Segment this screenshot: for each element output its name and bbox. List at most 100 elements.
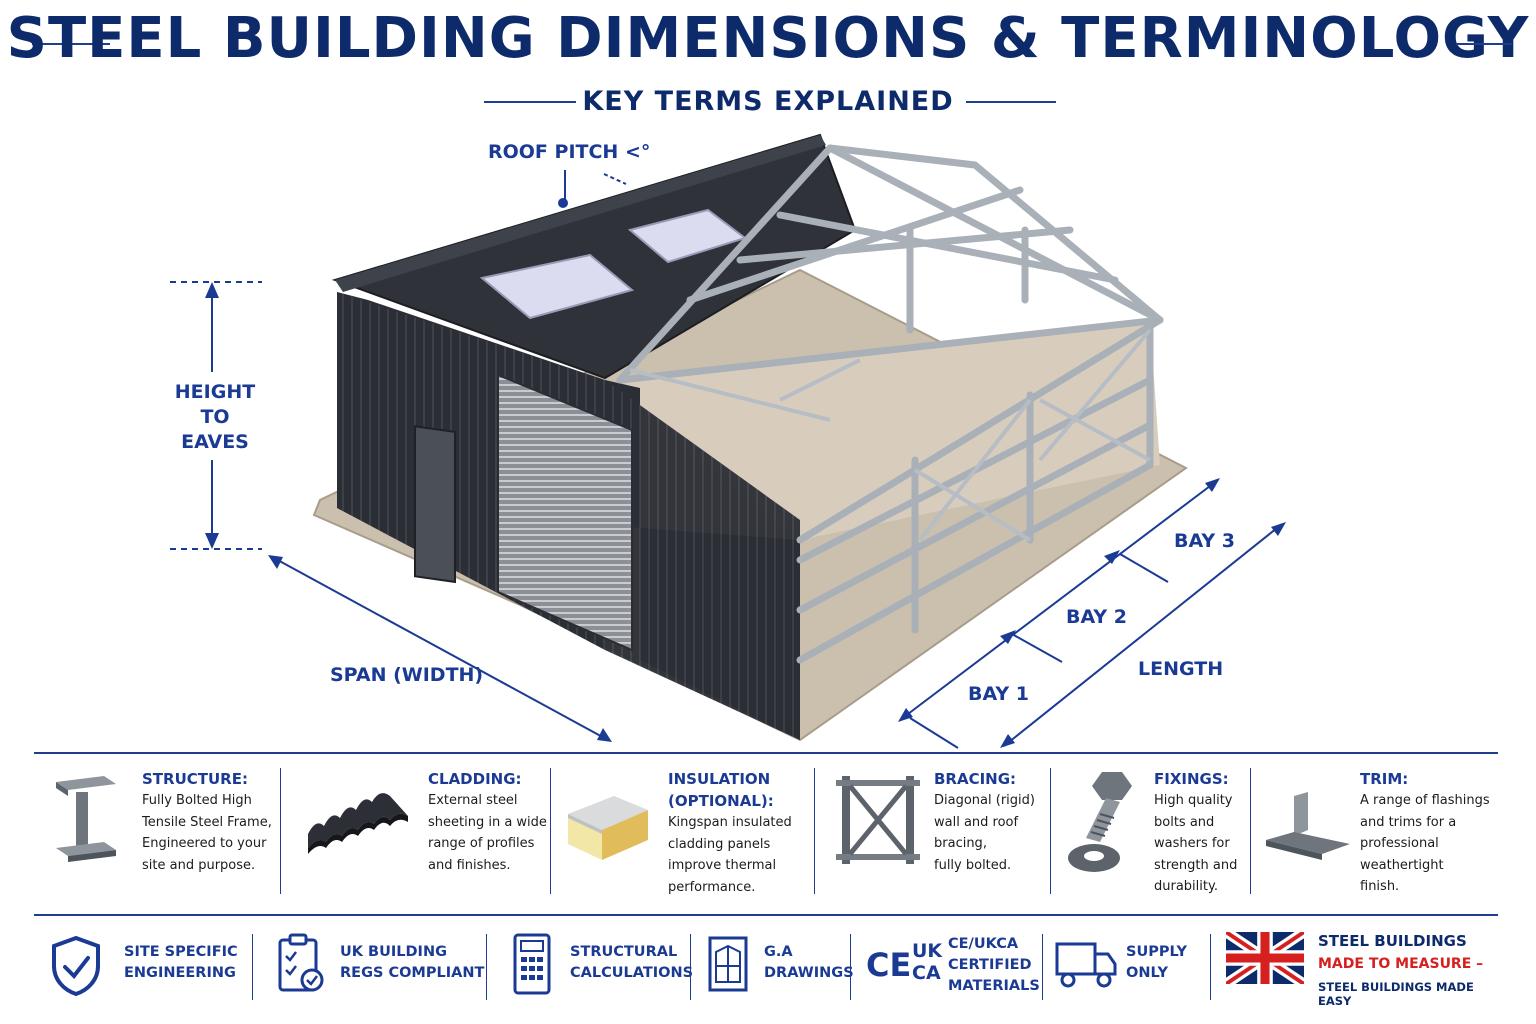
uk-mark: UK	[912, 940, 943, 962]
term-cladding-desc-3: range of profiles	[428, 836, 535, 851]
term-structure-title: STRUCTURE:	[142, 770, 248, 788]
feature-certified-line3: MATERIALS	[948, 978, 1040, 994]
feature-ga-drawings-line2: DRAWINGS	[764, 965, 854, 981]
term-fixings-desc-3: washers for	[1154, 836, 1230, 851]
term-structure-desc-4: site and purpose.	[142, 857, 256, 873]
feature-regs-compliant: UK BUILDING REGS COMPLIANT	[340, 942, 484, 984]
term-fixings-title: FIXINGS:	[1154, 770, 1229, 788]
term-cladding: CLADDING: External steel sheeting in a w…	[428, 768, 547, 876]
drawing-icon	[708, 936, 748, 992]
feature-certified-line2: CERTIFIED	[948, 957, 1032, 973]
insulation-panel-icon	[568, 796, 648, 860]
terms-divider	[280, 768, 281, 894]
shield-check-icon	[52, 935, 100, 997]
term-cladding-desc-4: and finishes.	[428, 857, 511, 873]
i-beam-icon	[56, 776, 116, 862]
feature-calculations: STRUCTURAL CALCULATIONS	[570, 942, 693, 984]
roof-pitch-label: ROOF PITCH <°	[488, 141, 651, 163]
roof-ridge-strip	[335, 135, 826, 292]
subtitle-rule-right	[966, 101, 1056, 103]
brand-title: STEEL BUILDINGS	[1318, 932, 1467, 950]
span-label: SPAN (WIDTH)	[330, 664, 484, 686]
flashing-trim-icon	[1266, 792, 1350, 860]
term-insulation-title-2: (OPTIONAL):	[668, 792, 774, 810]
subtitle-rule-left	[484, 101, 576, 103]
term-cladding-title: CLADDING:	[428, 770, 522, 788]
features-bar: SITE SPECIFIC ENGINEERING UK BUILDING RE…	[34, 918, 1498, 1018]
term-insulation: INSULATION (OPTIONAL): Kingspan insulate…	[668, 768, 792, 898]
brand-tagline: MADE TO MEASURE –	[1318, 956, 1484, 972]
feature-ga-drawings: G.A DRAWINGS	[764, 942, 854, 984]
feature-divider	[1042, 934, 1043, 1000]
feature-divider	[486, 934, 487, 1000]
terms-divider	[814, 768, 815, 894]
bolt-washer-icon	[1068, 772, 1132, 872]
term-trim-title: TRIM:	[1360, 770, 1409, 788]
term-bracing-title: BRACING:	[934, 770, 1017, 788]
terms-divider	[1250, 768, 1251, 894]
feature-supply-only: SUPPLY ONLY	[1126, 942, 1187, 984]
terms-divider	[550, 768, 551, 894]
term-trim-desc-4: weathertight	[1360, 857, 1444, 873]
cross-bracing-icon	[836, 776, 920, 864]
term-cladding-desc-1: External steel	[428, 793, 518, 808]
title-rule-left	[32, 43, 110, 45]
feature-site-engineering: SITE SPECIFIC ENGINEERING	[124, 942, 238, 984]
feature-divider	[252, 934, 253, 1000]
truck-icon	[1055, 942, 1117, 988]
feature-regs-compliant-line1: UK BUILDING	[340, 944, 447, 960]
feature-regs-compliant-line2: REGS COMPLIANT	[340, 965, 485, 981]
term-bracing-desc-2: wall and roof	[934, 814, 1019, 830]
feature-site-engineering-line2: ENGINEERING	[124, 965, 236, 981]
term-insulation-desc-1: Kingspan insulated	[668, 815, 792, 830]
roller-shutter	[497, 373, 633, 652]
feature-calculations-line2: CALCULATIONS	[570, 965, 694, 981]
bay3-label: BAY 3	[1174, 530, 1235, 552]
feature-calculations-line1: STRUCTURAL	[570, 944, 678, 960]
page-subtitle: KEY TERMS EXPLAINED	[582, 86, 954, 117]
term-structure-desc-1: Fully Bolted High	[142, 793, 252, 808]
term-trim-desc-5: finish.	[1360, 879, 1400, 894]
steel-frame	[616, 144, 1164, 664]
ca-mark: CA	[912, 962, 941, 984]
term-insulation-desc-3: improve thermal	[668, 858, 777, 873]
term-bracing-desc-1: Diagonal (rigid)	[934, 793, 1035, 808]
terms-panel: STRUCTURE: Fully Bolted High Tensile Ste…	[34, 752, 1498, 916]
term-insulation-title: INSULATION	[668, 770, 771, 788]
feature-ga-drawings-line1: G.A	[764, 944, 793, 960]
calculator-icon	[513, 933, 551, 995]
length-label: LENGTH	[1138, 658, 1224, 680]
term-insulation-desc-4: performance.	[668, 879, 756, 895]
side-wall-cladding	[605, 380, 800, 740]
clipboard-check-icon	[278, 933, 324, 992]
feature-certified: CE/UKCA CERTIFIED MATERIALS	[948, 934, 1040, 997]
term-fixings-desc-1: High quality	[1154, 793, 1233, 808]
term-trim: TRIM: A range of flashings and trims for…	[1360, 768, 1490, 898]
term-trim-desc-3: professional	[1360, 836, 1439, 851]
steel-bracing	[629, 328, 1152, 542]
term-fixings-desc-4: strength and	[1154, 857, 1238, 873]
term-fixings-desc-2: bolts and	[1154, 814, 1215, 830]
ce-ukca-icon: CE UK CA	[866, 940, 944, 990]
term-bracing-desc-4: fully bolted.	[934, 857, 1012, 873]
term-structure-desc-2: Tensile Steel Frame,	[142, 814, 272, 830]
term-fixings: FIXINGS: High quality bolts and washers …	[1154, 768, 1237, 898]
feature-supply-only-line1: SUPPLY	[1126, 944, 1187, 960]
title-rule-right	[1456, 43, 1512, 45]
height-label-line2: TO	[200, 406, 230, 428]
ce-mark: CE	[866, 946, 912, 984]
term-bracing: BRACING: Diagonal (rigid) wall and roof …	[934, 768, 1035, 876]
term-structure: STRUCTURE: Fully Bolted High Tensile Ste…	[142, 768, 272, 876]
bay2-label: BAY 2	[1066, 606, 1127, 628]
brand-slogan: STEEL BUILDINGS MADE EASY	[1318, 980, 1474, 1008]
corrugated-sheet-icon	[308, 793, 408, 854]
term-structure-desc-3: Engineered to your	[142, 836, 267, 851]
feature-divider	[850, 934, 851, 1000]
term-cladding-desc-2: sheeting in a wide	[428, 814, 547, 830]
feature-divider	[690, 934, 691, 1000]
building-illustration	[170, 133, 1286, 749]
feature-site-engineering-line1: SITE SPECIFIC	[124, 944, 238, 960]
term-trim-desc-2: and trims for a	[1360, 814, 1457, 830]
term-insulation-desc-2: cladding panels	[668, 836, 771, 852]
term-fixings-desc-5: durability.	[1154, 879, 1218, 894]
